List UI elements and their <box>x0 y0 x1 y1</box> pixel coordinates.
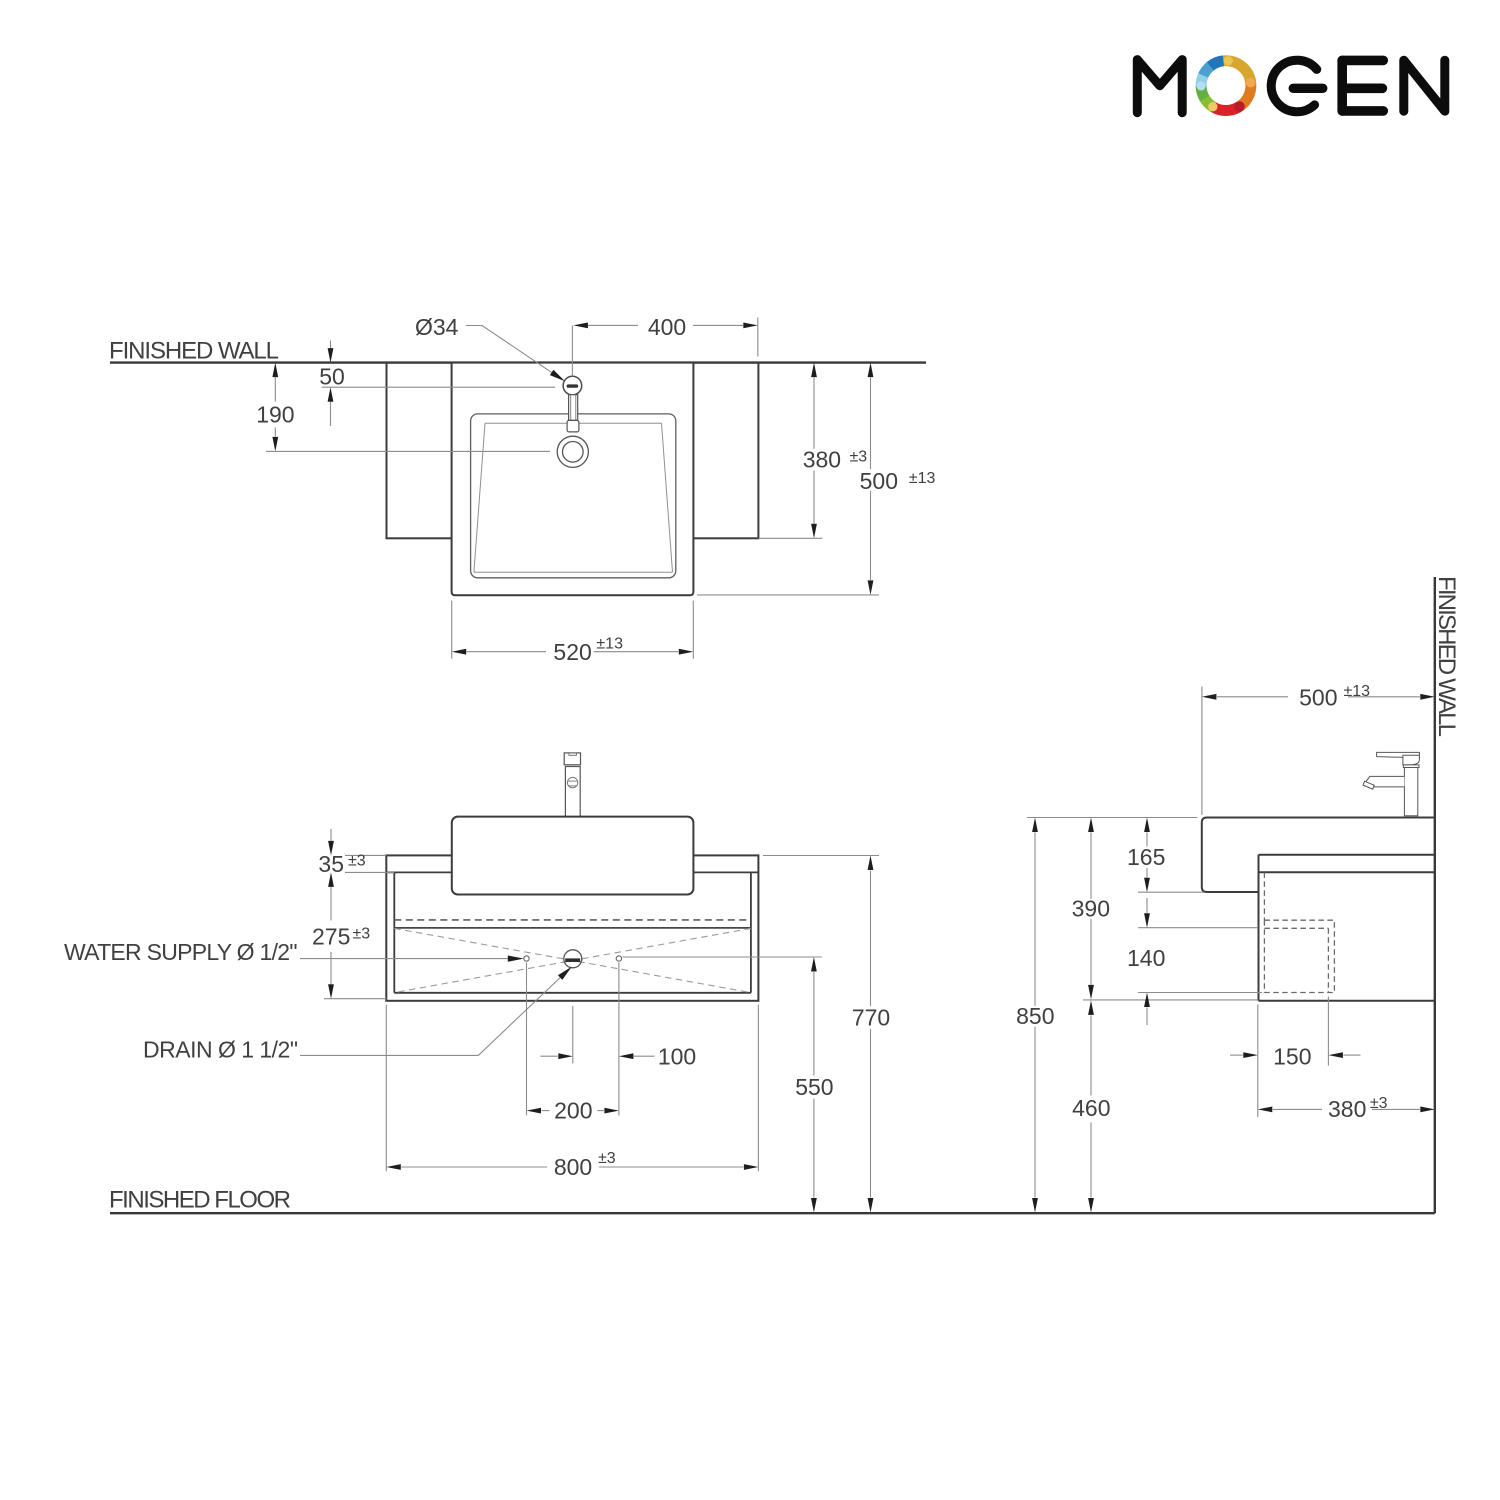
svg-text:±13: ±13 <box>596 635 623 652</box>
svg-text:150: 150 <box>1273 1043 1311 1069</box>
svg-text:200: 200 <box>554 1098 592 1124</box>
svg-text:±3: ±3 <box>1370 1095 1388 1112</box>
svg-text:380: 380 <box>1328 1096 1366 1122</box>
svg-text:DRAIN Ø 1 1/2": DRAIN Ø 1 1/2" <box>143 1036 298 1062</box>
svg-text:190: 190 <box>256 401 294 427</box>
svg-text:390: 390 <box>1072 896 1110 922</box>
svg-text:±13: ±13 <box>909 470 936 487</box>
svg-text:140: 140 <box>1127 945 1165 971</box>
svg-text:800: 800 <box>554 1154 592 1180</box>
svg-text:100: 100 <box>658 1043 696 1069</box>
svg-text:±3: ±3 <box>353 925 371 942</box>
svg-text:Ø34: Ø34 <box>415 314 459 340</box>
svg-text:±3: ±3 <box>348 853 366 870</box>
svg-text:WATER SUPPLY Ø 1/2": WATER SUPPLY Ø 1/2" <box>64 939 298 965</box>
svg-text:460: 460 <box>1072 1095 1110 1121</box>
svg-text:770: 770 <box>852 1005 890 1031</box>
svg-text:380: 380 <box>803 447 841 473</box>
svg-text:850: 850 <box>1016 1003 1054 1029</box>
svg-text:50: 50 <box>319 363 345 389</box>
svg-text:FINISHED FLOOR: FINISHED FLOOR <box>109 1187 291 1214</box>
svg-text:35: 35 <box>318 851 344 877</box>
svg-text:275: 275 <box>312 923 350 949</box>
svg-text:550: 550 <box>795 1074 833 1100</box>
svg-text:520: 520 <box>553 639 591 665</box>
svg-text:±3: ±3 <box>598 1150 616 1167</box>
svg-text:±3: ±3 <box>850 449 868 466</box>
svg-text:FINISHED WALL: FINISHED WALL <box>1433 576 1460 737</box>
svg-text:±13: ±13 <box>1344 683 1371 700</box>
svg-text:FINISHED WALL: FINISHED WALL <box>109 338 279 365</box>
svg-text:400: 400 <box>648 314 686 340</box>
svg-text:500: 500 <box>1299 684 1337 710</box>
svg-text:165: 165 <box>1127 844 1165 870</box>
svg-text:500: 500 <box>860 468 898 494</box>
